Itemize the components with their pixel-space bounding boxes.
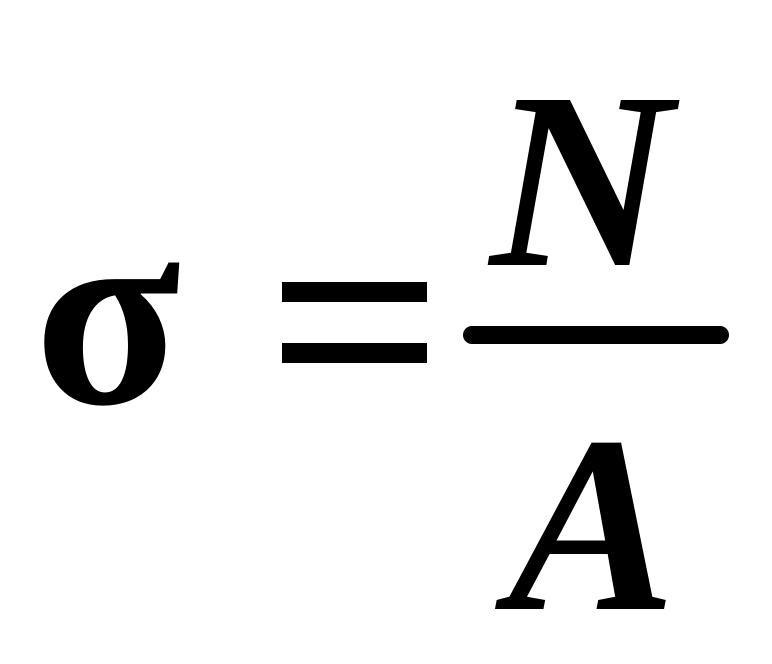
- fraction-numerator: N: [490, 40, 672, 320]
- fraction-denominator: A: [508, 384, 677, 664]
- fraction-bar: [463, 326, 729, 344]
- sigma-symbol: σ: [34, 163, 181, 462]
- equals-sign-top-bar: [282, 282, 427, 302]
- stress-formula: σ N A: [34, 40, 729, 664]
- equals-sign-bottom-bar: [282, 343, 427, 363]
